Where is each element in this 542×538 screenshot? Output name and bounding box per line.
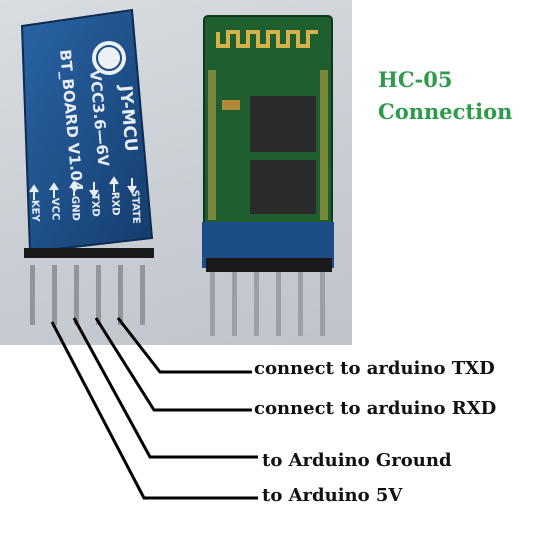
label-connect-rxd: connect to arduino RXD (254, 398, 497, 419)
label-arduino-ground: to Arduino Ground (262, 450, 452, 471)
chip-bottom (250, 160, 316, 214)
wire-gnd (72, 317, 258, 459)
pin-label-rxd: RXD (109, 192, 121, 216)
bt-board-blue: JY-MCU VCC3.6—6V BT_BOARD V1.04 STATE RX… (20, 8, 154, 258)
label-connect-txd: connect to arduino TXD (254, 358, 495, 379)
arrow-vcc-icon (49, 182, 59, 198)
pin-label-vcc: VCC (49, 198, 61, 221)
title-hc05: HC-05 (378, 67, 453, 92)
pin-label-txd: TXD (89, 194, 101, 217)
module-photo: JY-MCU VCC3.6—6V BT_BOARD V1.04 STATE RX… (0, 0, 352, 345)
pin-label-gnd: GND (69, 196, 81, 221)
arrow-key-icon (29, 184, 39, 200)
hc05-module (202, 15, 334, 336)
pin-header (24, 248, 154, 258)
antenna-icon (216, 30, 318, 48)
pin-label-state: STATE (129, 190, 141, 224)
wire-txd (116, 317, 252, 374)
chip-top (250, 96, 316, 152)
wire-rxd (94, 317, 252, 412)
pin-label-key: KEY (29, 200, 41, 223)
arrow-rxd-icon (109, 176, 119, 192)
wire-vcc (50, 321, 258, 500)
label-arduino-5v: to Arduino 5V (262, 485, 403, 506)
arrow-state-icon (127, 178, 137, 194)
title-connection: Connection (378, 99, 513, 124)
arrow-txd-icon (89, 182, 99, 198)
arrow-gnd-icon (69, 180, 79, 196)
